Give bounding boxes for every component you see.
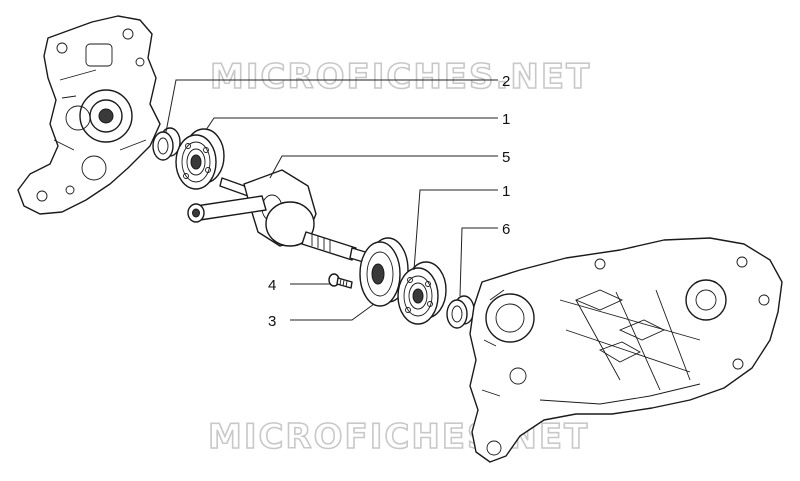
callout-1-upper: 1 xyxy=(502,111,510,128)
leader-1-lower xyxy=(413,189,498,271)
part-1-lower-bearing xyxy=(397,261,447,325)
left-crankcase-half xyxy=(17,15,161,215)
part-2-ring xyxy=(152,127,181,161)
watermark-top: MICROFICHES.NET xyxy=(210,57,591,97)
right-crankcase-half xyxy=(469,237,783,463)
leader-6 xyxy=(459,227,498,297)
part-1-upper-bearing xyxy=(175,128,225,190)
part-4-screw xyxy=(328,273,353,289)
part-6-ring xyxy=(446,295,475,329)
part-3-oil-seal xyxy=(359,237,409,307)
callout-6: 6 xyxy=(502,221,510,238)
callout-5: 5 xyxy=(502,149,510,166)
callout-2: 2 xyxy=(502,73,510,90)
leader-5 xyxy=(269,155,498,179)
callout-4: 4 xyxy=(268,277,276,294)
part-5-crankshaft xyxy=(187,169,373,265)
leader-3 xyxy=(290,303,375,321)
leader-1-upper xyxy=(205,117,498,131)
leader-2 xyxy=(165,79,498,133)
callout-1-lower: 1 xyxy=(502,183,510,200)
callout-3: 3 xyxy=(268,313,276,330)
